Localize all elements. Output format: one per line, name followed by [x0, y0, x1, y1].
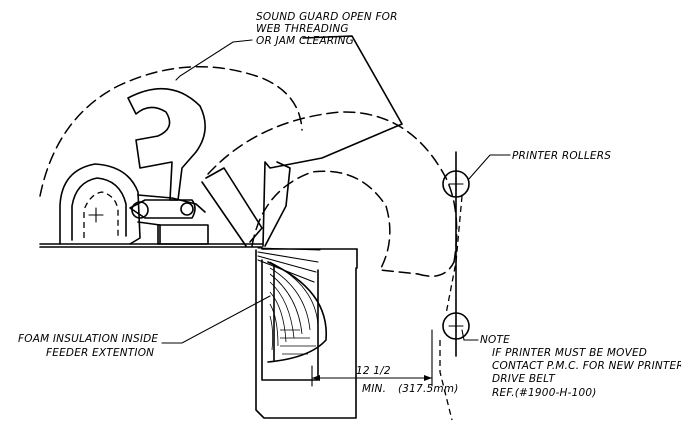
note-line-1: IF PRINTER MUST BE MOVED — [492, 347, 647, 359]
guard-inner-arc — [251, 170, 419, 275]
printer-rollers-label: PRINTER ROLLERS — [512, 150, 611, 162]
sound-guard-open-outline — [39, 66, 303, 197]
note-leader — [461, 329, 479, 341]
left-housing — [59, 163, 209, 245]
sound-guard-leader — [175, 39, 253, 81]
sound-guard-label-3: OR JAM CLEARING — [256, 35, 354, 47]
guard-inner-arc-end — [417, 261, 455, 277]
web-path — [445, 195, 463, 315]
note-line-4: REF.(#1900-H-100) — [492, 387, 597, 399]
foam-label-2: FEEDER EXTENTION — [46, 347, 154, 359]
note-line-2: CONTACT P.M.C. FOR NEW PRINTER — [492, 360, 681, 372]
sound-guard-label-2: WEB THREADING — [256, 23, 349, 35]
mount-block — [157, 224, 209, 245]
sound-guard — [201, 35, 403, 247]
web-path-lower — [439, 340, 453, 421]
dimension-12-5 — [311, 329, 433, 387]
guard-sweep-arc — [207, 111, 458, 263]
foam-insulation — [269, 261, 319, 355]
linkage-arm — [129, 199, 196, 219]
pivot-crosshair-icon — [88, 207, 104, 223]
guard-hook — [127, 87, 206, 201]
web-lines — [257, 247, 321, 283]
foam-label-1: FOAM INSULATION INSIDE — [18, 333, 158, 345]
note-title: NOTE — [480, 334, 510, 346]
feeder-extension — [255, 249, 357, 419]
dimension-min: MIN. — [362, 383, 386, 395]
roller-icon — [442, 170, 470, 198]
foam-leader — [161, 295, 271, 344]
note-line-3: DRIVE BELT — [492, 373, 556, 385]
sound-guard-label-1: SOUND GUARD OPEN FOR — [256, 11, 398, 23]
printer-rollers-leader — [467, 154, 511, 181]
roller-icon — [442, 312, 470, 340]
dimension-value: 12 1/2 — [356, 365, 391, 377]
printer-rollers — [439, 151, 470, 421]
dimension-metric: (317.5mm) — [398, 383, 459, 395]
